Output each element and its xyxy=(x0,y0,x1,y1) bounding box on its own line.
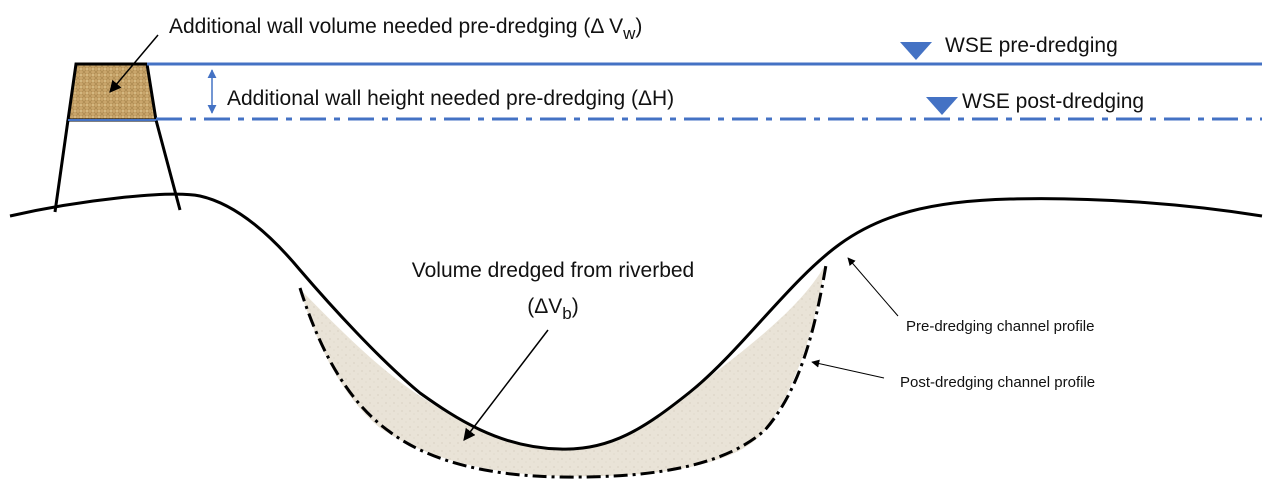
wall-height-label: Additional wall height needed pre-dredgi… xyxy=(227,87,674,110)
post-profile-leader-arrow xyxy=(811,359,885,379)
pre-dredging-profile xyxy=(9,192,1263,451)
wse-post-marker-icon xyxy=(926,97,958,115)
post-dredging-profile xyxy=(298,264,828,479)
pre-profile-label: Pre-dredging channel profile xyxy=(906,318,1094,335)
wall-volume-label: Additional wall volume needed pre-dredgi… xyxy=(169,15,642,43)
volume-dredged-label: Volume dredged from riverbed xyxy=(412,259,695,282)
additional-wall-volume xyxy=(66,62,158,122)
pre-profile-leader-arrow xyxy=(847,257,899,317)
wse-pre-label: WSE pre-dredging xyxy=(945,34,1118,57)
wse-pre-marker-icon xyxy=(900,42,932,60)
wse-post-label: WSE post-dredging xyxy=(962,90,1144,113)
dredged-volume-area xyxy=(300,265,825,477)
post-profile-label: Post-dredging channel profile xyxy=(900,374,1095,391)
flood-wall-base xyxy=(53,119,182,213)
volume-dredged-symbol: (ΔVb) xyxy=(527,295,579,323)
volume-dredged-leader-arrow xyxy=(463,329,549,441)
wall-volume-leader-arrow xyxy=(109,34,159,93)
